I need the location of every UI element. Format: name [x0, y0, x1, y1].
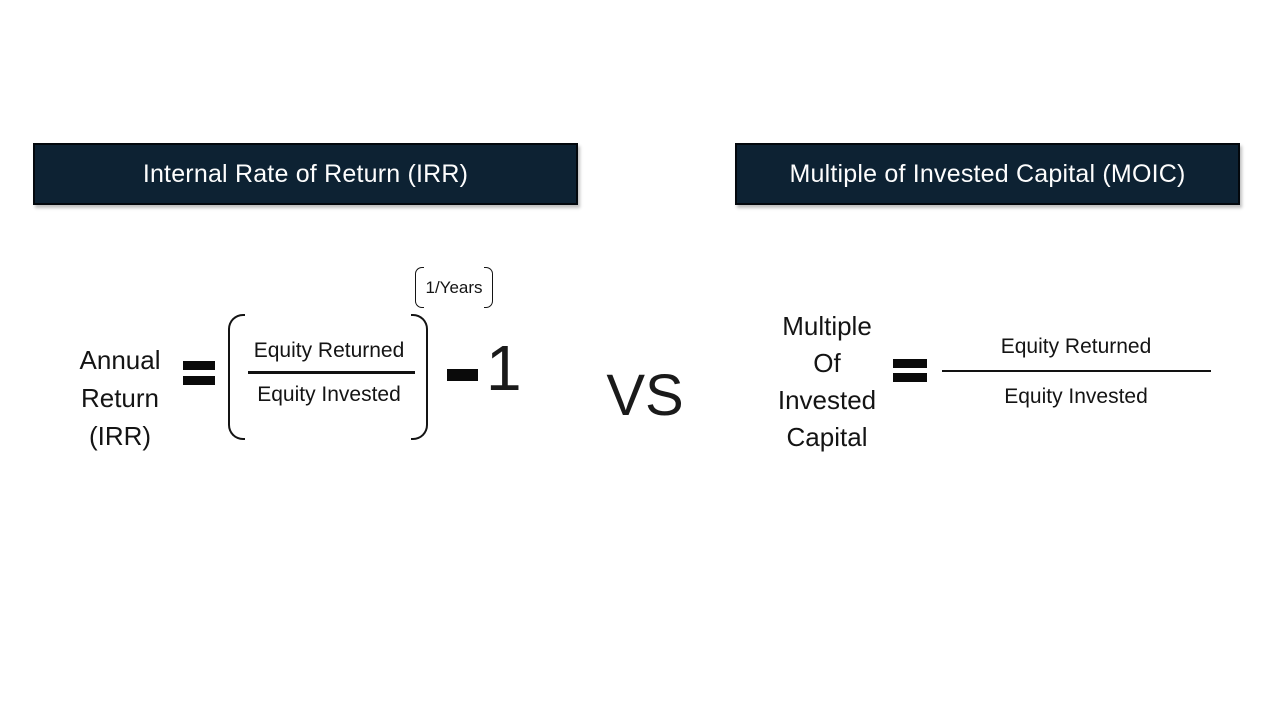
vs-label: VS — [606, 363, 684, 428]
irr-numerator: Equity Returned — [253, 339, 405, 362]
irr-header-box: Internal Rate of Return (IRR) — [33, 143, 578, 205]
exponent-open-bracket-icon — [415, 267, 424, 308]
exponent-close-bracket-icon — [484, 267, 493, 308]
irr-constant-one: 1 — [486, 332, 522, 404]
equals-top-bar — [183, 361, 215, 370]
equals-icon — [183, 361, 215, 385]
irr-label-line-2: Return — [80, 383, 160, 413]
moic-numerator: Equity Returned — [1000, 335, 1152, 358]
irr-denominator: Equity Invested — [257, 383, 401, 406]
irr-label-line-1: Annual — [79, 345, 161, 375]
minus-icon — [447, 369, 478, 381]
equals-top-bar — [893, 359, 927, 368]
equals-bottom-bar — [893, 373, 927, 382]
moic-label-line-3: Invested — [777, 385, 877, 415]
irr-formula-label: Annual Return (IRR) — [55, 341, 185, 455]
moic-formula-label: Multiple Of Invested Capital — [762, 308, 892, 456]
moic-label-line-4: Capital — [786, 422, 868, 452]
moic-fraction-bar — [942, 370, 1211, 372]
moic-header-title: Multiple of Invested Capital (MOIC) — [789, 159, 1186, 188]
open-paren-icon — [228, 314, 245, 440]
irr-label-line-3: (IRR) — [88, 421, 152, 451]
equals-icon — [893, 359, 927, 382]
equals-bottom-bar — [183, 376, 215, 385]
close-paren-icon — [411, 314, 428, 440]
irr-header-title: Internal Rate of Return (IRR) — [142, 159, 469, 188]
moic-denominator: Equity Invested — [1004, 385, 1148, 408]
moic-label-line-1: Multiple — [782, 311, 872, 341]
moic-label-line-2: Of — [813, 348, 841, 378]
irr-fraction-bar — [248, 371, 415, 374]
irr-exponent: 1/Years — [425, 278, 483, 297]
moic-header-box: Multiple of Invested Capital (MOIC) — [735, 143, 1240, 205]
